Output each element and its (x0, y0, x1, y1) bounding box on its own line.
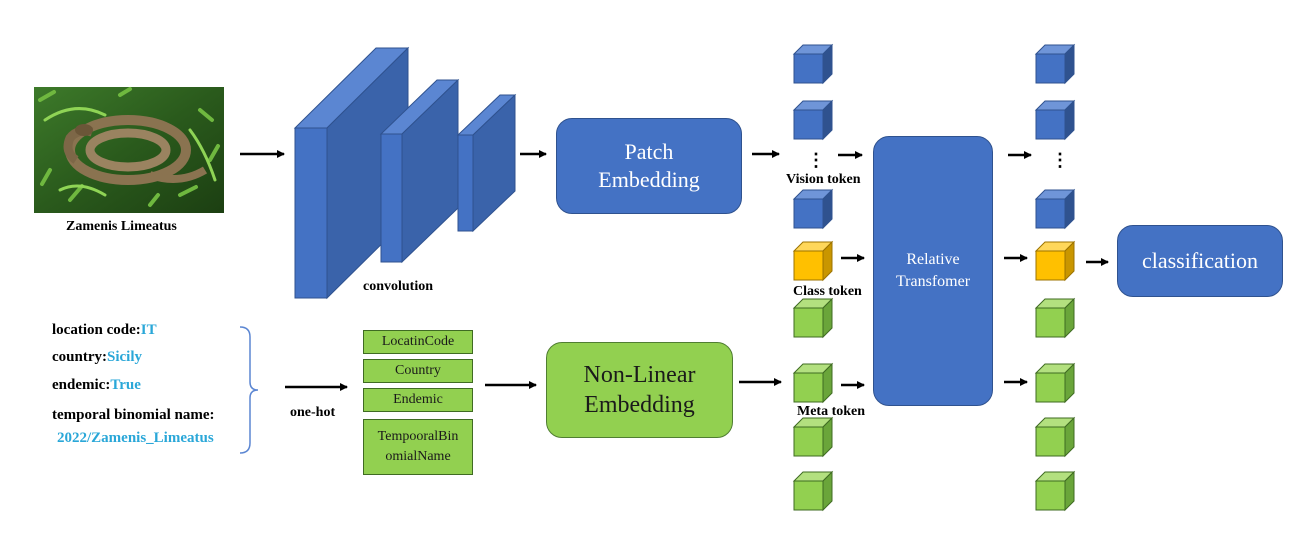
nonlinear-embedding-line-1: Non-Linear (583, 362, 696, 388)
output-token-cube-blue (1034, 43, 1076, 85)
class-token-label: Class token (793, 284, 862, 299)
field-box-country: Country (363, 359, 473, 383)
output-token-cube-green (1034, 297, 1076, 339)
vision-ellipsis-left: ⋮ (807, 150, 825, 170)
convolution-block-small (456, 93, 517, 233)
nonlinear-embedding-box: Non-Linear Embedding (546, 342, 733, 438)
nonlinear-embedding-line-2: Embedding (584, 392, 695, 418)
field-box-location: LocatinCode (363, 330, 473, 354)
relative-transformer-line-1: Relative (906, 251, 960, 268)
field-box-endemic: Endemic (363, 388, 473, 412)
convolution-label: convolution (363, 279, 434, 294)
input-token-cube-green (792, 362, 834, 404)
image-caption: Zamenis Limeatus (66, 219, 177, 234)
output-token-cube-green (1034, 470, 1076, 512)
meta-binomial-value: 2022/Zamenis_Limeatus (57, 430, 214, 446)
input-token-cube-green (792, 470, 834, 512)
input-token-cube-blue (792, 99, 834, 141)
meta-token-label: Meta token (797, 404, 866, 419)
relative-transformer-line-2: Transfomer (895, 273, 971, 290)
input-token-cube-blue (792, 43, 834, 85)
vision-token-label: Vision token (786, 172, 861, 187)
one-hot-label: one-hot (290, 405, 336, 420)
relative-transformer-box: Relative Transfomer (873, 136, 993, 406)
input-token-cube-green (792, 297, 834, 339)
meta-endemic: endemic:True (52, 377, 141, 393)
classification-box: classification (1117, 225, 1283, 297)
vision-ellipsis-right: ⋮ (1051, 150, 1069, 170)
snake-photo (34, 87, 224, 213)
output-token-cube-blue (1034, 99, 1076, 141)
classification-label: classification (1141, 248, 1259, 273)
field-box-binomial-line-2: omialName (385, 449, 451, 464)
output-token-cube-blue (1034, 188, 1076, 230)
patch-embedding-line-1: Patch (624, 139, 674, 164)
meta-country: country:Sicily (52, 349, 143, 365)
token-cubes (792, 43, 1076, 512)
input-token-cube-blue (792, 188, 834, 230)
flow-arrows (240, 150, 1109, 391)
meta-location: location code:IT (52, 322, 157, 338)
convolution-block-medium (379, 78, 460, 264)
output-token-cube-green (1034, 362, 1076, 404)
input-token-cube-gold (792, 240, 834, 282)
field-box-binomial: TempooralBin omialName (363, 419, 473, 475)
metadata-bracket (239, 326, 259, 454)
patch-embedding-line-2: Embedding (598, 167, 700, 192)
output-token-cube-green (1034, 416, 1076, 458)
output-token-cube-gold (1034, 240, 1076, 282)
meta-binomial-key: temporal binomial name: (52, 407, 215, 423)
field-box-binomial-line-1: TempooralBin (377, 429, 459, 444)
input-token-cube-green (792, 416, 834, 458)
patch-embedding-box: Patch Embedding (556, 118, 742, 214)
